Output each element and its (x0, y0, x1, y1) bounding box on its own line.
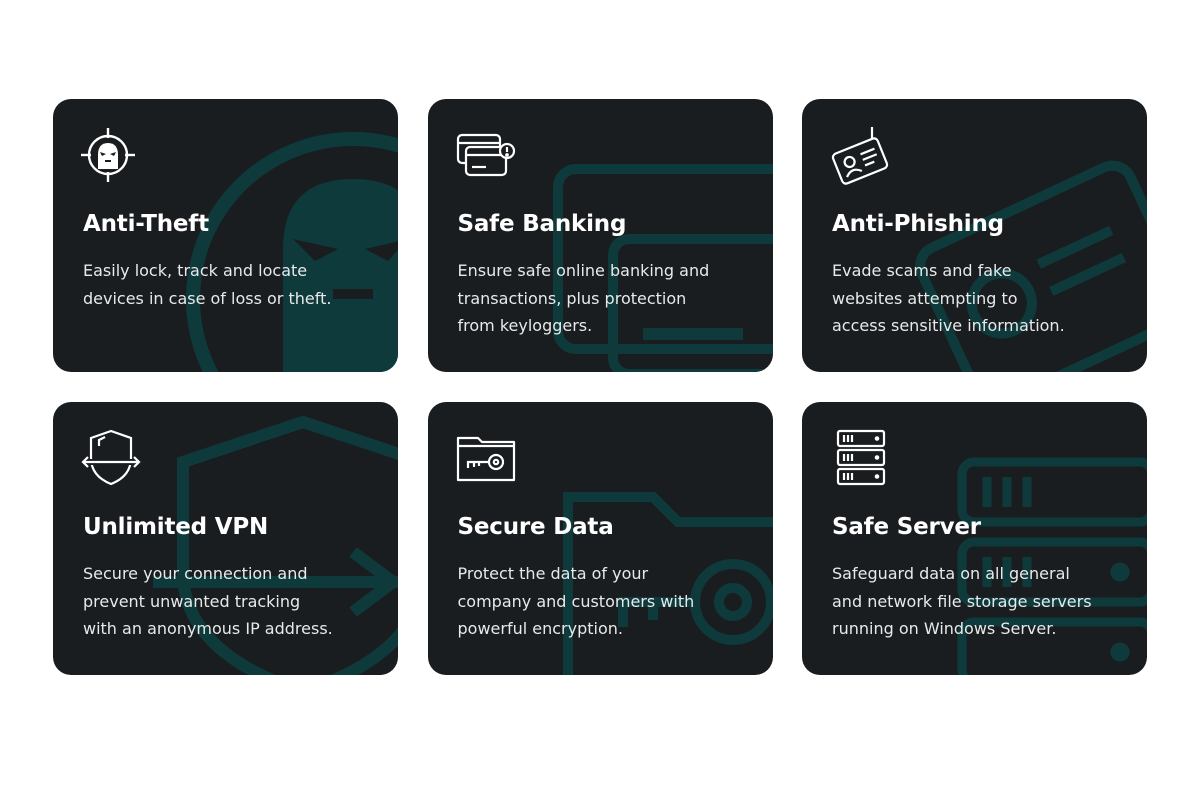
card-title: Safe Banking (457, 211, 627, 237)
card-description: Ensure safe online banking and transacti… (457, 261, 710, 335)
folder-key-icon (456, 436, 515, 482)
card-description: Secure your connection and prevent unwan… (83, 564, 333, 638)
features-grid: Anti-Theft Easily lock, track and locate… (53, 99, 1147, 675)
card-title: Secure Data (457, 514, 614, 540)
card-description: Protect the data of your company and cus… (457, 564, 695, 638)
server-stack-icon (836, 429, 886, 486)
thief-target-icon (81, 128, 135, 182)
card-title: Anti-Phishing (832, 211, 1004, 237)
feature-card-safe-banking[interactable]: Safe Banking Ensure safe online banking … (427, 99, 773, 372)
feature-card-unlimited-vpn[interactable]: Unlimited VPN Secure your connection and… (53, 402, 398, 675)
card-description: Evade scams and fake websites attempting… (832, 261, 1065, 335)
card-title: Safe Server (832, 514, 981, 540)
credit-card-alert-icon (456, 133, 515, 177)
vpn-shield-arrows-icon (81, 429, 141, 486)
feature-card-anti-theft[interactable]: Anti-Theft Easily lock, track and locate… (53, 99, 398, 372)
feature-card-secure-data[interactable]: Secure Data Protect the data of your com… (427, 402, 773, 675)
feature-card-safe-server[interactable]: Safe Server Safeguard data on all genera… (802, 402, 1147, 675)
id-badge-icon (831, 127, 889, 185)
card-title: Unlimited VPN (83, 514, 269, 540)
card-description: Safeguard data on all general and networ… (832, 564, 1092, 638)
card-description: Easily lock, track and locate devices in… (83, 261, 332, 308)
feature-card-anti-phishing[interactable]: Anti-Phishing Evade scams and fake websi… (802, 99, 1147, 372)
card-title: Anti-Theft (83, 211, 209, 237)
